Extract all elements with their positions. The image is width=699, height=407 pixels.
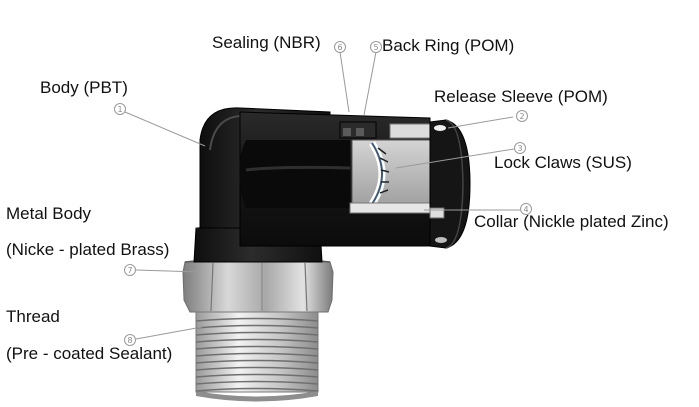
callout-number-8: 8 xyxy=(124,334,136,346)
thread-groove xyxy=(195,373,319,378)
leader-lines xyxy=(124,51,520,340)
thread-groove xyxy=(195,345,319,350)
thread-groove xyxy=(195,338,319,343)
svg-text:3: 3 xyxy=(517,144,522,153)
label-back-ring: Back Ring (POM) xyxy=(382,36,515,55)
thread-groove xyxy=(195,317,319,322)
thread-groove xyxy=(195,324,319,329)
thread-groove xyxy=(195,387,319,392)
callout-number-7: 7 xyxy=(124,264,136,276)
metal-body-hex xyxy=(182,257,334,313)
label-metal-body-title: Metal Body xyxy=(6,204,92,223)
callout-number-2: 2 xyxy=(516,110,528,122)
callout-number-1: 1 xyxy=(114,103,126,115)
thread-grooves xyxy=(195,317,319,392)
thread-groove xyxy=(195,352,319,357)
label-lock-claws: Lock Claws (SUS) xyxy=(494,153,632,172)
label-collar: Collar (Nickle plated Zinc) xyxy=(474,212,669,231)
label-sealing: Sealing (NBR) xyxy=(212,33,321,52)
svg-text:4: 4 xyxy=(523,205,528,214)
thread-groove xyxy=(195,366,319,371)
callout-badges: 1 6 5 2 3 4 7 xyxy=(114,41,532,346)
callout-number-3: 3 xyxy=(514,142,526,154)
label-metal-body-detail: (Nicke - plated Brass) xyxy=(6,240,170,259)
callout-number-6: 6 xyxy=(334,41,346,53)
svg-text:2: 2 xyxy=(519,112,524,121)
svg-text:6: 6 xyxy=(337,43,342,52)
label-thread-title: Thread xyxy=(6,307,60,326)
label-release-sleeve: Release Sleeve (POM) xyxy=(434,87,608,106)
thread-groove xyxy=(195,359,319,364)
svg-text:5: 5 xyxy=(373,43,378,52)
thread-groove xyxy=(195,380,319,385)
callout-number-5: 5 xyxy=(370,41,382,53)
svg-text:7: 7 xyxy=(127,266,132,275)
horizontal-arm xyxy=(239,111,471,249)
callout-number-4: 4 xyxy=(520,203,532,215)
thread-groove xyxy=(195,331,319,336)
label-body: Body (PBT) xyxy=(40,78,128,97)
label-thread-detail: (Pre - coated Sealant) xyxy=(6,344,173,363)
svg-text:8: 8 xyxy=(127,336,132,345)
svg-text:1: 1 xyxy=(117,105,122,114)
